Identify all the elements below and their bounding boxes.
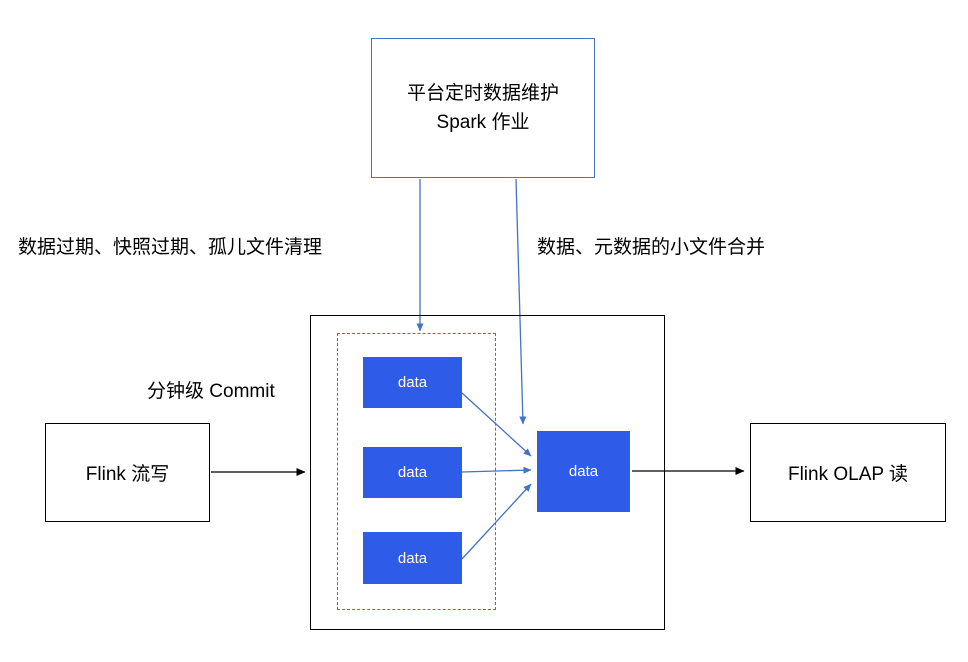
data-file-label: data [397,374,428,391]
data-file-box: data [363,532,462,584]
data-file-label: data [397,549,428,567]
compaction-label: 数据、元数据的小文件合并 [537,237,766,258]
data-file-label: data [397,464,428,481]
flink-write-label: Flink 流写 [85,464,170,485]
flink-write-box: Flink 流写 [45,423,210,522]
uncompacted-files-group [337,333,496,610]
data-file-box: data [363,447,462,498]
cleanup-label: 数据过期、快照过期、孤儿文件清理 [18,237,323,258]
commit-label: 分钟级 Commit [147,381,275,402]
table-container-box [310,315,665,630]
merged-data-file-box: data [537,431,630,512]
spark-job-box: 平台定时数据维护 Spark 作业 [371,38,595,178]
data-file-box: data [363,357,462,408]
spark-job-line1: 平台定时数据维护 [406,82,559,104]
data-file-label: data [568,463,599,480]
spark-job-line2: Spark 作业 [436,112,530,133]
flink-olap-box: Flink OLAP 读 [750,423,946,522]
flink-olap-label: Flink OLAP 读 [787,464,909,485]
